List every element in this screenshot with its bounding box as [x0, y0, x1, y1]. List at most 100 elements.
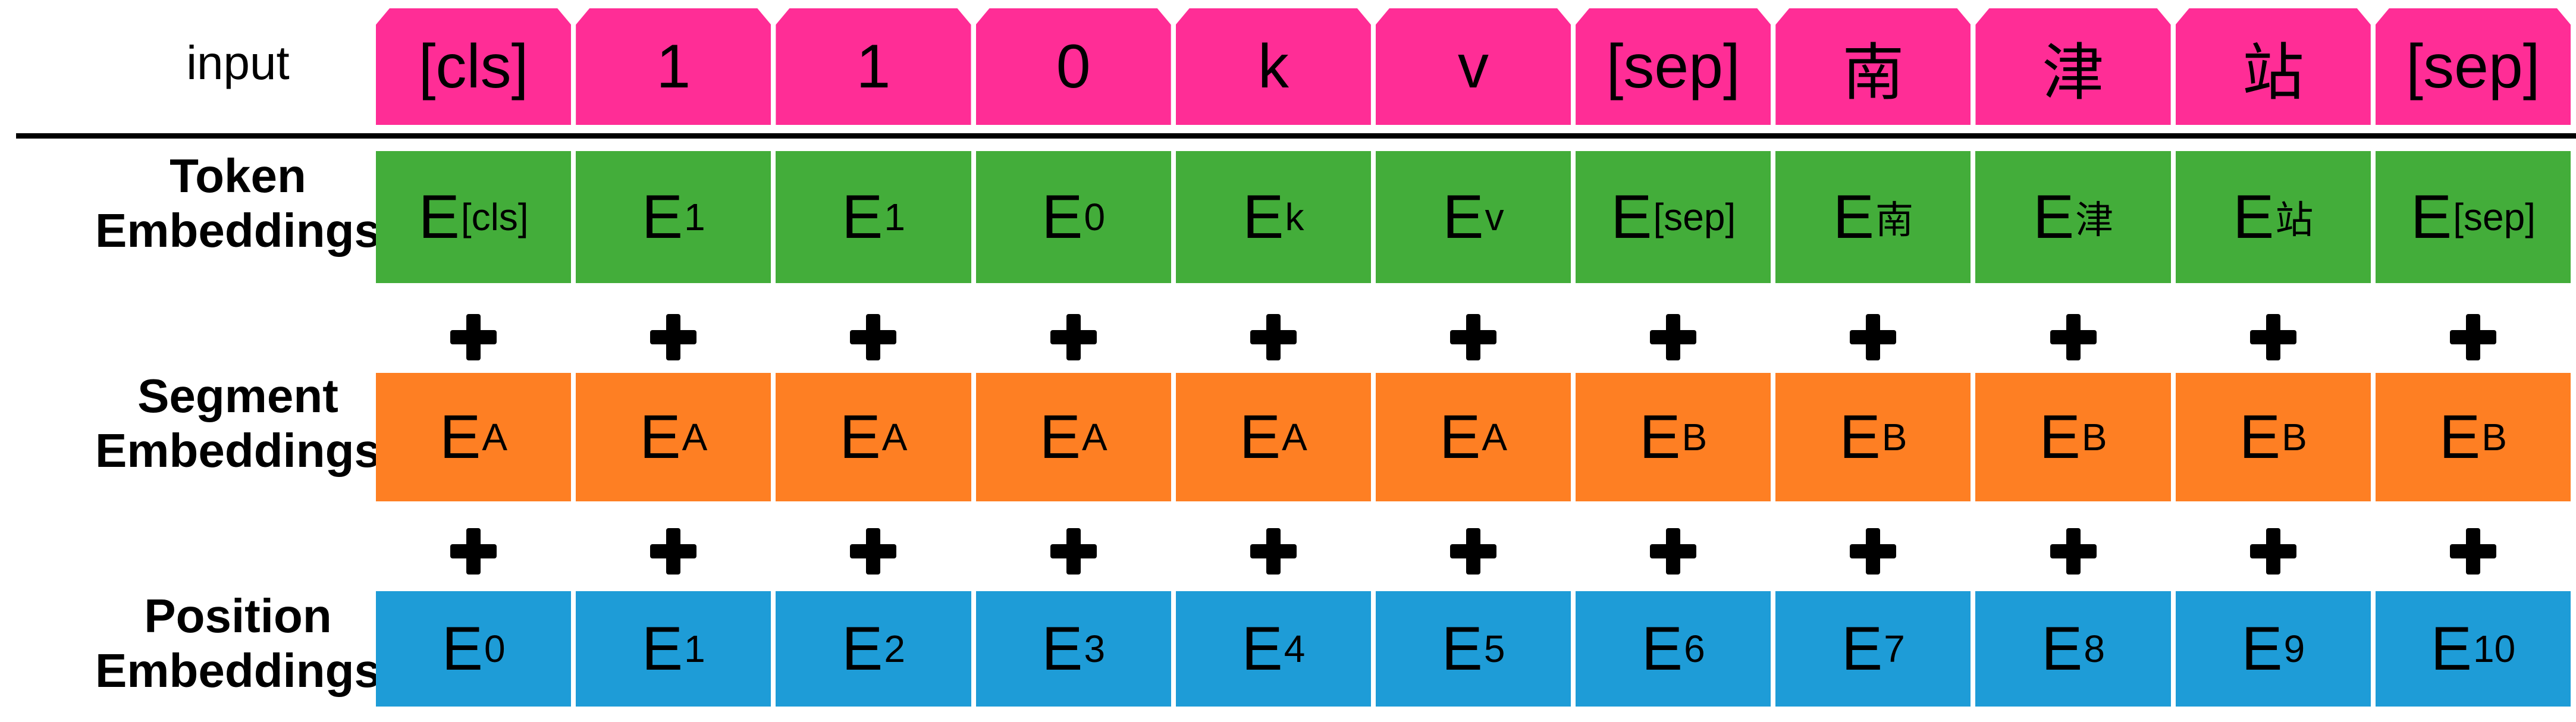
input-token: k [1175, 8, 1371, 125]
plus-cell [376, 314, 571, 360]
label-line: Position [144, 589, 332, 642]
embedding-symbol: E [2233, 182, 2274, 252]
embedding-symbol: E [1639, 402, 1681, 472]
embedding-symbol: E [1039, 402, 1081, 472]
plus-icon [650, 314, 697, 360]
embedding-symbol: E [841, 182, 883, 252]
token-embedding: E[sep] [1576, 151, 1771, 283]
plus-icon [2050, 528, 2097, 575]
input-token: [sep] [1576, 8, 1771, 125]
embedding-subscript: 1 [684, 627, 705, 670]
embedding-subscript: 10 [2473, 627, 2516, 670]
embedding-subscript: 7 [1884, 627, 1905, 670]
plus-cell [2176, 314, 2371, 360]
embedding-symbol: E [2032, 182, 2075, 252]
plus-icon [1050, 528, 1097, 575]
embedding-symbol: E [1611, 182, 1652, 252]
plus-icon [450, 314, 497, 360]
label-line: Embeddings [95, 644, 381, 697]
input-token: 1 [776, 8, 971, 125]
label-line: Segment [137, 369, 338, 422]
segment-embeddings-label: Segment Embeddings [12, 369, 464, 478]
plus-cell [1975, 528, 2170, 575]
input-token: 0 [975, 8, 1171, 125]
plus-cell [2376, 528, 2571, 575]
plus-cell [1775, 314, 1971, 360]
embedding-symbol: E [639, 402, 681, 472]
plus-icon [1650, 314, 1697, 360]
embedding-subscript: [sep] [1653, 196, 1736, 238]
embedding-symbol: E [1641, 614, 1683, 683]
embedding-subscript: A [1081, 416, 1107, 459]
embedding-symbol: E [1241, 614, 1283, 683]
embedding-subscript: A [881, 416, 908, 459]
token-embedding: E[sep] [2375, 151, 2571, 283]
plus-icon [2249, 314, 2296, 360]
plus-cell [1576, 528, 1771, 575]
label-line: Embeddings [95, 204, 381, 257]
embedding-symbol: E [2430, 614, 2472, 683]
embedding-symbol: E [1442, 182, 1484, 252]
plus-icon [1050, 314, 1097, 360]
plus-icon [2249, 528, 2296, 575]
plus-icon [1449, 314, 1496, 360]
plus-icon [1250, 314, 1297, 360]
embedding-subscript: A [1482, 416, 1508, 459]
embedding-symbol: E [1441, 614, 1483, 683]
label-line: Embeddings [95, 424, 381, 477]
plus-icon [2050, 314, 2097, 360]
plus-cell [1975, 314, 2170, 360]
plus-cell [576, 528, 771, 575]
embedding-symbol: E [2241, 614, 2283, 683]
embedding-symbol: E [1041, 614, 1083, 683]
input-token: v [1375, 8, 1571, 125]
plus-icon [850, 314, 897, 360]
embedding-symbol: E [441, 614, 483, 683]
embedding-symbol: E [418, 182, 460, 252]
plus-cell [776, 528, 971, 575]
embedding-subscript: 2 [884, 627, 905, 670]
embedding-symbol: E [1239, 402, 1281, 472]
embedding-subscript: B [2282, 416, 2307, 459]
plus-row [376, 528, 2571, 575]
embedding-subscript: 4 [1284, 627, 1306, 670]
embedding-symbol: E [1439, 402, 1481, 472]
embedding-subscript: 3 [1084, 627, 1106, 670]
embedding-symbol: E [1841, 614, 1883, 683]
plus-row [376, 314, 2571, 360]
plus-cell [2376, 314, 2571, 360]
embedding-symbol: E [641, 182, 683, 252]
plus-cell [776, 314, 971, 360]
embedding-symbol: E [2410, 182, 2452, 252]
embedding-symbol: E [1839, 402, 1881, 472]
plus-icon [2449, 528, 2496, 575]
embedding-subscript: 9 [2283, 627, 2305, 670]
input-token: [cls] [376, 8, 572, 125]
embedding-subscript: A [682, 416, 708, 459]
embedding-symbol: E [841, 614, 883, 683]
embedding-symbol: E [2439, 402, 2481, 472]
position-embeddings-label: Position Embeddings [12, 589, 464, 698]
embedding-symbol: E [440, 402, 481, 472]
plus-cell [976, 314, 1171, 360]
plus-cell [1576, 314, 1771, 360]
plus-cell [576, 314, 771, 360]
